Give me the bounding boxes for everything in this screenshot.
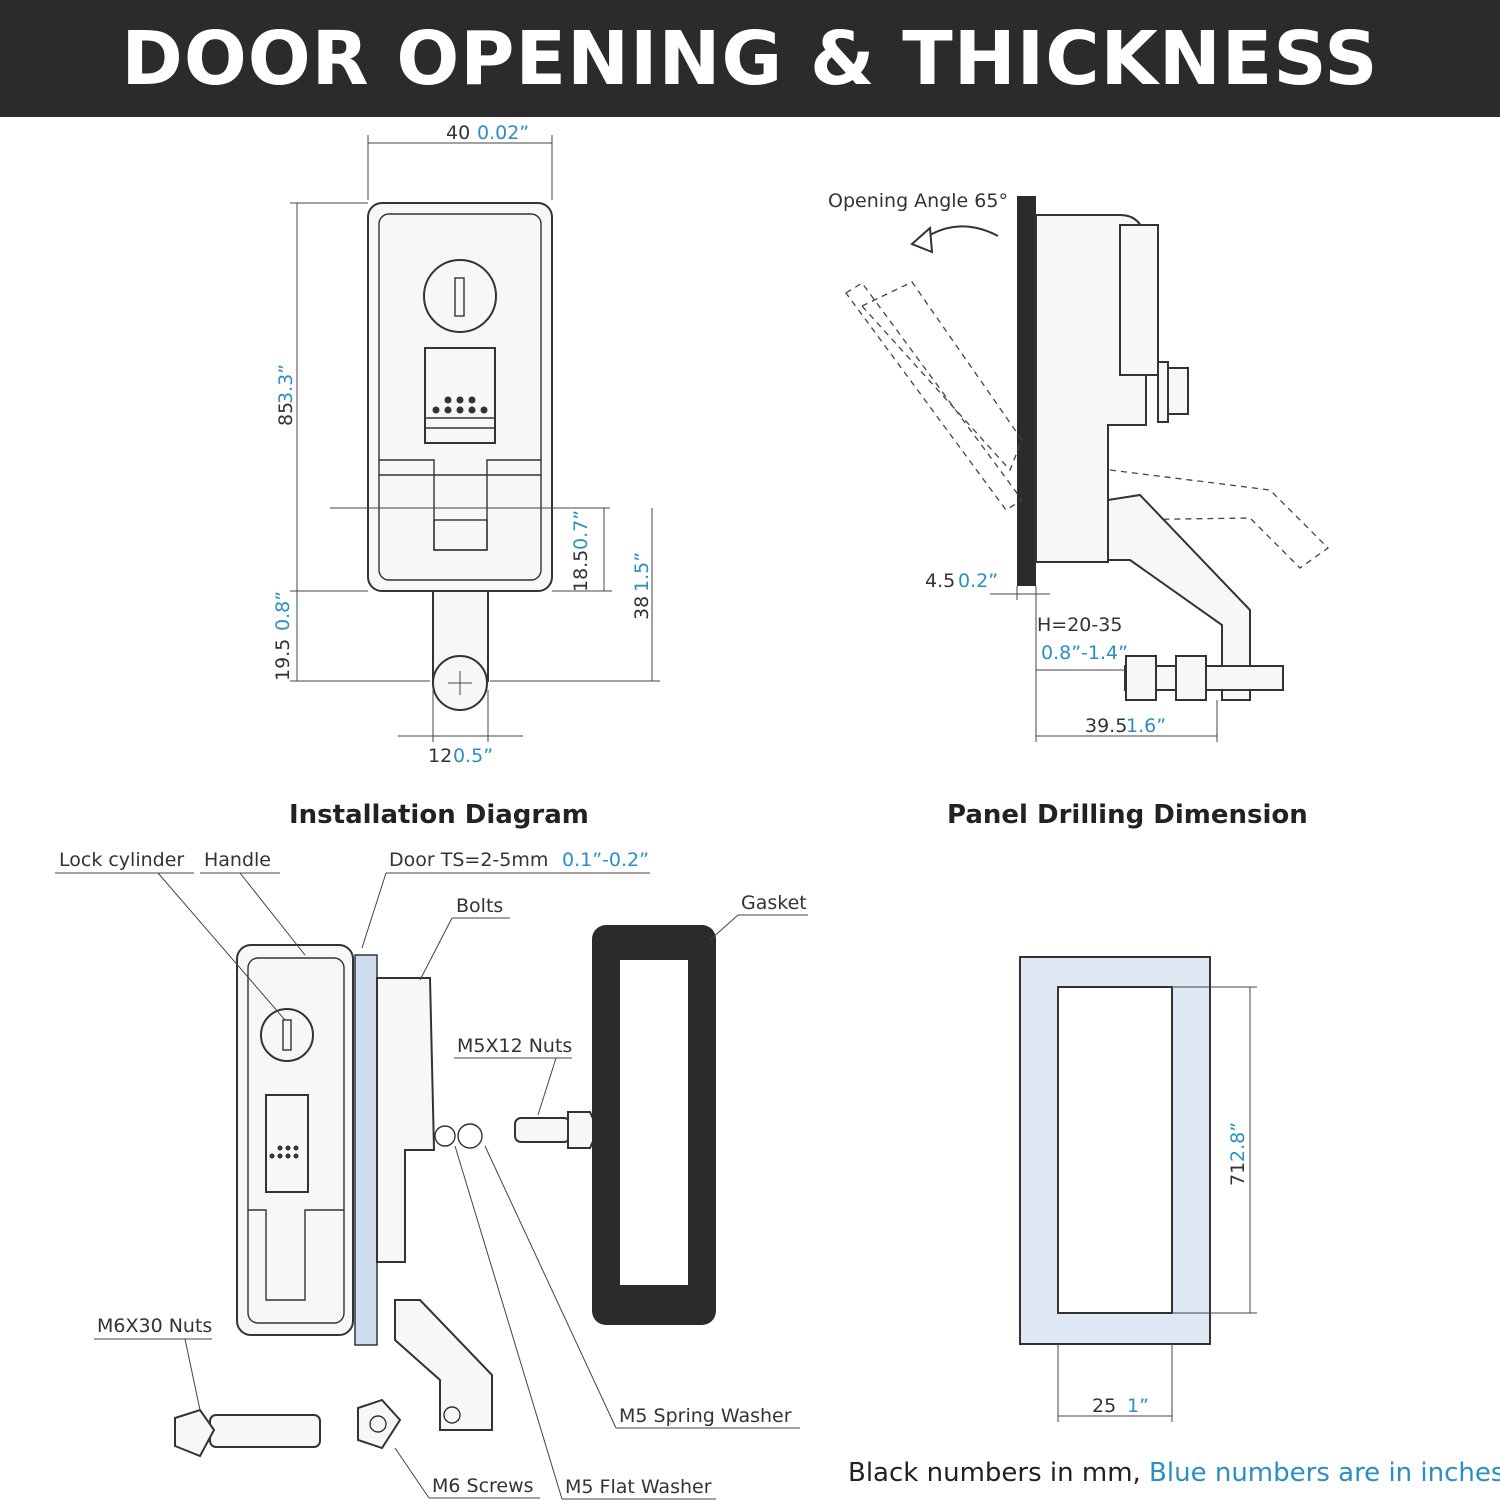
- panel-drilling-drawing: 71 2.8” 25 1”: [1019, 956, 1257, 1422]
- dim-latch-total-mm: 38: [631, 596, 653, 620]
- dim-cutout-width-mm: 25: [1092, 1395, 1116, 1417]
- metric-note: Black numbers in mm,: [848, 1458, 1141, 1488]
- spring-washer: [434, 1125, 456, 1147]
- dim-grip-range: H=20-35: [1037, 614, 1122, 636]
- label-lock-cylinder: Lock cylinder: [59, 849, 184, 871]
- page-title: DOOR OPENING & THICKNESS: [121, 15, 1379, 102]
- key-slot: [454, 277, 465, 317]
- label-door-ts: Door TS=2-5mm: [389, 849, 548, 871]
- latch-body-inner: [378, 213, 542, 581]
- flat-washer: [457, 1123, 483, 1149]
- push-button: [424, 347, 496, 444]
- lock-cylinder-3d-icon: [260, 1008, 314, 1062]
- installation-diagram: Lock cylinder Handle Door TS=2-5mm 0.1”-…: [55, 849, 808, 1500]
- dim-cam-width-in: 0.5”: [453, 745, 493, 767]
- dim-width-mm: 40: [446, 122, 470, 144]
- open-handle-outline: [845, 282, 1023, 511]
- technical-drawing: 40 0.02” 85 3.3” 18.5 0.7” 38 1.5” 19.5 …: [55, 122, 1330, 1500]
- panel-cutout: [1057, 986, 1173, 1314]
- label-m6-screws: M6 Screws: [432, 1475, 534, 1497]
- curved-arrow-icon: [921, 225, 999, 241]
- label-m6x30-nuts: M6X30 Nuts: [97, 1315, 212, 1337]
- dim-cam-width-mm: 12: [428, 745, 452, 767]
- open-cam-outline: [1109, 469, 1330, 569]
- push-button-3d: [265, 1094, 309, 1193]
- dim-cam-drop-in: 0.8”: [272, 591, 294, 631]
- door-plate: [354, 954, 378, 1346]
- front-view-drawing: 40 0.02” 85 3.3” 18.5 0.7” 38 1.5” 19.5 …: [272, 122, 660, 767]
- door-panel: [1017, 196, 1036, 586]
- nut-2: [1175, 655, 1207, 701]
- dim-height-in: 3.3”: [275, 364, 297, 404]
- label-handle: Handle: [204, 849, 271, 871]
- panel-drilling-title: Panel Drilling Dimension: [947, 800, 1308, 830]
- dot-indicator-icon: [432, 396, 488, 414]
- dim-grip-range-in: 0.8”-1.4”: [1041, 642, 1128, 664]
- label-bolts: Bolts: [456, 895, 503, 917]
- dim-latch-gap-in: 0.7”: [570, 510, 592, 550]
- cam-arm-profile: [1107, 493, 1251, 701]
- dim-flange-mm: 4.5: [925, 570, 955, 592]
- dim-height-mm: 85: [275, 402, 297, 426]
- installation-diagram-title: Installation Diagram: [289, 800, 589, 830]
- m6-bolt: [209, 1414, 321, 1448]
- dim-cutout-height-mm: 71: [1227, 1162, 1249, 1186]
- m6-bolt-head: [174, 1408, 216, 1458]
- label-m5x12-nuts: M5X12 Nuts: [457, 1035, 572, 1057]
- label-m5-flat-washer: M5 Flat Washer: [565, 1476, 712, 1498]
- dim-cutout-width-in: 1”: [1127, 1395, 1149, 1417]
- label-m5-spring-washer: M5 Spring Washer: [619, 1405, 792, 1427]
- m6-nut: [357, 1398, 402, 1450]
- dim-latch-gap-mm: 18.5: [570, 550, 592, 592]
- dim-cutout-height-in: 2.8”: [1227, 1122, 1249, 1162]
- label-door-ts-in: 0.1”-0.2”: [562, 849, 649, 871]
- opening-angle-label: Opening Angle 65°: [828, 190, 1008, 212]
- side-view-drawing: Opening Angle 65° 4.5 0.2” H=20-35 0.8”-…: [828, 190, 1330, 742]
- housing-body: [376, 977, 436, 1263]
- lock-cylinder-icon: [423, 259, 497, 333]
- dim-depth-in: 1.6”: [1126, 715, 1166, 737]
- dim-flange-in: 0.2”: [958, 570, 998, 592]
- nut-1: [1125, 655, 1157, 701]
- dim-width-in: 0.02”: [477, 122, 529, 144]
- m5-bolt: [514, 1117, 571, 1143]
- units-legend: Black numbers in mm, Blue numbers are in…: [848, 1458, 1500, 1488]
- dot-indicator-3d-icon: [269, 1145, 299, 1159]
- cam-arm-3d: [394, 1299, 493, 1431]
- dim-latch-total-in: 1.5”: [631, 552, 653, 592]
- label-gasket: Gasket: [741, 892, 807, 914]
- dim-cam-drop-mm: 19.5: [272, 639, 294, 681]
- dim-depth-mm: 39.5: [1085, 715, 1127, 737]
- header-banner: DOOR OPENING & THICKNESS: [0, 0, 1500, 117]
- inch-note: Blue numbers are in inches: [1149, 1458, 1500, 1488]
